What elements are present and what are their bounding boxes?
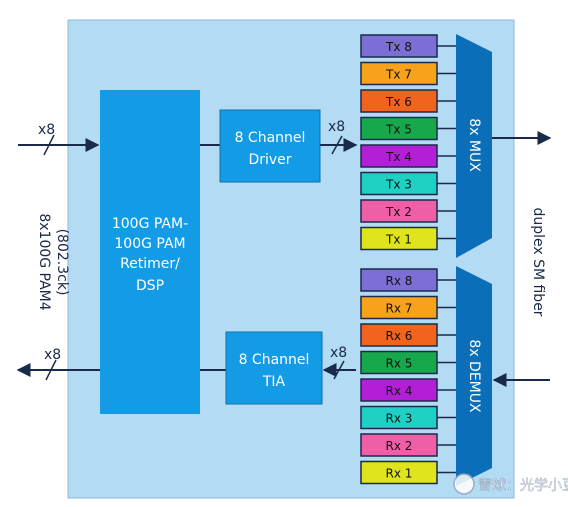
tx-lane-label: Tx 6 [385, 95, 412, 109]
tx-lane-label: Tx 3 [385, 178, 412, 192]
retimer-line-3: Retimer/ [120, 256, 180, 272]
driver-line-2: Driver [248, 152, 291, 168]
mux-label: 8x MUX [466, 118, 482, 172]
rx-lane-label: Rx 1 [386, 467, 413, 481]
rx-lane-label: Rx 4 [386, 384, 413, 398]
rx-lane-label: Rx 3 [386, 412, 413, 426]
tx-lane-label: Tx 5 [385, 123, 412, 137]
host-output-slash [45, 359, 57, 381]
tia-line-2: TIA [262, 374, 286, 390]
rx-lane-label: Rx 5 [386, 357, 413, 371]
tia-input-count: x8 [330, 345, 347, 361]
tx-lane-label: Tx 1 [385, 233, 412, 247]
retimer-line-2: 100G PAM [114, 236, 185, 252]
rx-lane-label: Rx 2 [386, 439, 413, 453]
rx-lane-label: Rx 6 [386, 329, 413, 343]
host-output-count: x8 [44, 347, 61, 363]
watermark-logo-icon [453, 473, 475, 495]
watermark-text: 雪球：光学小豆芽2019 [478, 478, 568, 494]
host-label-line2: (802.3ck) [54, 229, 70, 296]
driver-output-count: x8 [328, 119, 345, 135]
tx-lane-label: Tx 2 [385, 205, 412, 219]
demux-label: 8x DEMUX [466, 339, 482, 413]
tia-line-1: 8 Channel [239, 352, 310, 368]
fiber-label: duplex SM fiber [530, 207, 546, 316]
tx-lanes: Tx 8 Tx 7 Tx 6 Tx 5 Tx 4 Tx 3 Tx 2 Tx 1 [360, 34, 456, 251]
host-label-line1: 8x100G PAM4 [36, 213, 52, 310]
driver-output-slash [331, 135, 343, 155]
demux-block [456, 266, 492, 486]
rx-lanes: Rx 8 Rx 7 Rx 6 Rx 5 Rx 4 Rx 3 Rx 2 Rx 1 [360, 268, 456, 485]
rx-lane-label: Rx 8 [386, 274, 413, 288]
tia-input-slash [333, 360, 345, 380]
host-side-label: 8x100G PAM4 (802.3ck) [36, 213, 70, 310]
rx-lane-label: Rx 7 [386, 302, 413, 316]
mux-block [456, 34, 492, 258]
host-input-count: x8 [38, 122, 55, 138]
watermark: 雪球：光学小豆芽2019 [453, 473, 568, 495]
retimer-line-4: DSP [136, 278, 164, 294]
retimer-line-1: 100G PAM- [112, 216, 188, 232]
driver-line-1: 8 Channel [235, 130, 306, 146]
tx-lane-label: Tx 7 [385, 68, 412, 82]
tx-lane-label: Tx 4 [385, 150, 412, 164]
host-input-slash [43, 134, 55, 156]
driver-block [219, 109, 321, 183]
retimer-dsp-block [100, 90, 200, 414]
tx-lane-label: Tx 8 [385, 40, 412, 54]
tia-block [225, 331, 323, 405]
